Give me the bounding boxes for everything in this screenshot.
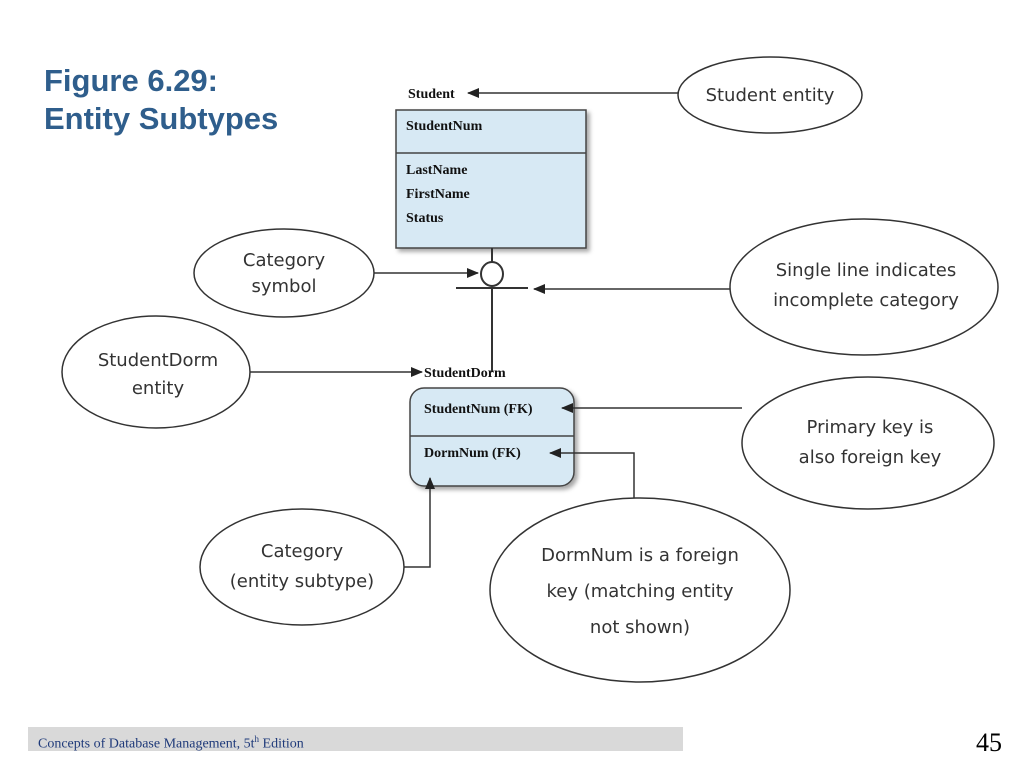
student-entity-box: StudentNum LastName FirstName Status xyxy=(395,109,587,249)
slide-title-line2: Entity Subtypes xyxy=(44,101,279,136)
footer-book-title: Concepts of Database Management, 5th Edi… xyxy=(38,734,304,753)
er-diagram: Student StudentNum LastName FirstName St… xyxy=(61,56,999,683)
callout-dormnum-fk-line2: key (matching entity xyxy=(547,581,734,602)
callout-studentdorm-entity-line1: StudentDorm xyxy=(98,350,218,371)
callout-student-entity-text: Student entity xyxy=(706,85,835,106)
arrow-dormnum-fk xyxy=(549,448,635,498)
callout-dormnum-fk xyxy=(489,497,791,683)
studentdorm-entity-box: StudentNum (FK) DormNum (FK) xyxy=(409,387,575,487)
footer-bar xyxy=(28,727,683,751)
callout-category-subtype-line1: Category xyxy=(261,541,344,562)
arrow-category-subtype xyxy=(404,477,435,568)
student-key-field: StudentNum xyxy=(406,119,483,134)
student-entity-name: Student xyxy=(408,87,455,102)
slide-title-line1: Figure 6.29: xyxy=(44,63,218,98)
student-attr-lastname: LastName xyxy=(406,163,467,178)
slide-title: Figure 6.29: Entity Subtypes xyxy=(44,62,278,138)
callout-category-symbol-line1: Category xyxy=(243,250,326,271)
callout-category-symbol xyxy=(193,228,375,318)
callout-category-subtype-line2: (entity subtype) xyxy=(230,571,374,592)
page-number: 45 xyxy=(976,728,1002,757)
callout-dormnum-fk-line1: DormNum is a foreign xyxy=(541,545,739,566)
student-attr-firstname: FirstName xyxy=(406,187,470,202)
callout-studentdorm-entity-line2: entity xyxy=(132,378,185,399)
studentdorm-entity-name: StudentDorm xyxy=(424,366,506,381)
student-attr-status: Status xyxy=(406,211,444,226)
callout-single-line xyxy=(729,218,999,356)
callout-primary-key-line2: also foreign key xyxy=(799,447,942,468)
callout-category-symbol-line2: symbol xyxy=(251,276,316,297)
footer-prefix: Concepts of Database Management, 5t xyxy=(38,736,255,752)
footer-suffix: Edition xyxy=(259,736,304,752)
category-symbol-circle xyxy=(480,261,504,287)
callout-primary-key xyxy=(741,376,995,510)
callout-single-line-line1: Single line indicates xyxy=(776,260,957,281)
footer-superscript: h xyxy=(254,734,260,744)
callout-category-subtype xyxy=(199,508,405,626)
studentdorm-key-field: StudentNum (FK) xyxy=(424,402,533,417)
studentdorm-attr-dormnum: DormNum (FK) xyxy=(424,446,521,461)
callout-single-line-line2: incomplete category xyxy=(773,290,959,311)
callout-student-entity xyxy=(677,56,863,134)
callout-studentdorm-entity xyxy=(61,315,251,429)
callout-dormnum-fk-line3: not shown) xyxy=(590,617,690,638)
callout-primary-key-line1: Primary key is xyxy=(807,417,934,438)
